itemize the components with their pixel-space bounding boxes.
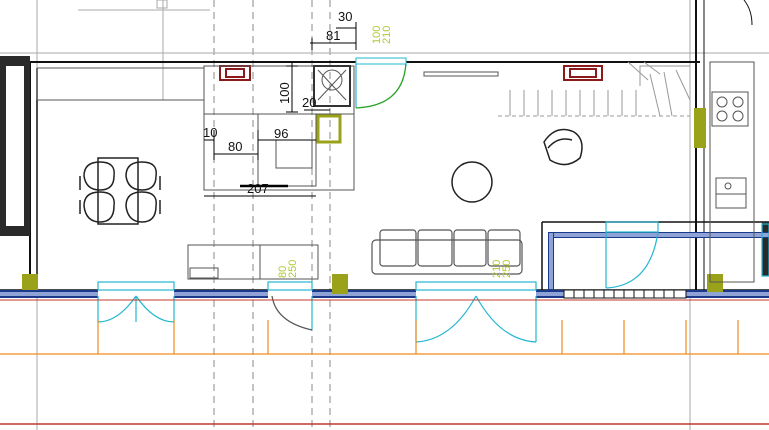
sideboard [187, 244, 319, 280]
svg-text:210: 210 [491, 260, 503, 278]
insulation-band [0, 232, 769, 299]
sofa [371, 229, 523, 275]
dim-100: 100 [277, 82, 292, 104]
svg-text:80: 80 [277, 266, 289, 278]
exterior-lines [0, 299, 769, 425]
svg-text:250: 250 [501, 260, 513, 278]
dim-207: 207 [247, 181, 269, 196]
dim-81: 81 [326, 28, 340, 43]
round-table [451, 161, 493, 203]
grille [573, 290, 675, 298]
window-frame-left [6, 66, 24, 226]
dining-table [79, 157, 161, 225]
staircase [498, 61, 691, 117]
svg-text:250: 250 [287, 260, 299, 278]
dim-80: 80 [228, 139, 242, 154]
armchair [543, 128, 583, 166]
radiators [219, 65, 603, 81]
kitchen-unit-right [709, 61, 755, 283]
svg-text:210: 210 [381, 26, 393, 44]
svg-text:100: 100 [371, 26, 383, 44]
socket-marker [316, 114, 342, 144]
columns [22, 108, 723, 294]
exterior-wall-right [762, 222, 769, 276]
door-label-top: 100 210 [371, 26, 393, 44]
grid-marker [156, 0, 168, 9]
door-label-right: 210 250 [491, 260, 513, 278]
dimension-lines [204, 22, 357, 197]
wall-shelf [423, 71, 499, 77]
counter-lines [36, 67, 354, 191]
door-label-mid: 80 250 [277, 260, 299, 278]
axis-lines [213, 0, 331, 430]
entry-door [355, 57, 407, 109]
dim-10: 10 [203, 125, 217, 140]
dim-20: 20 [302, 95, 316, 110]
wall-openings [98, 288, 536, 300]
dim-30: 30 [338, 9, 352, 24]
dim-96: 96 [274, 126, 288, 141]
